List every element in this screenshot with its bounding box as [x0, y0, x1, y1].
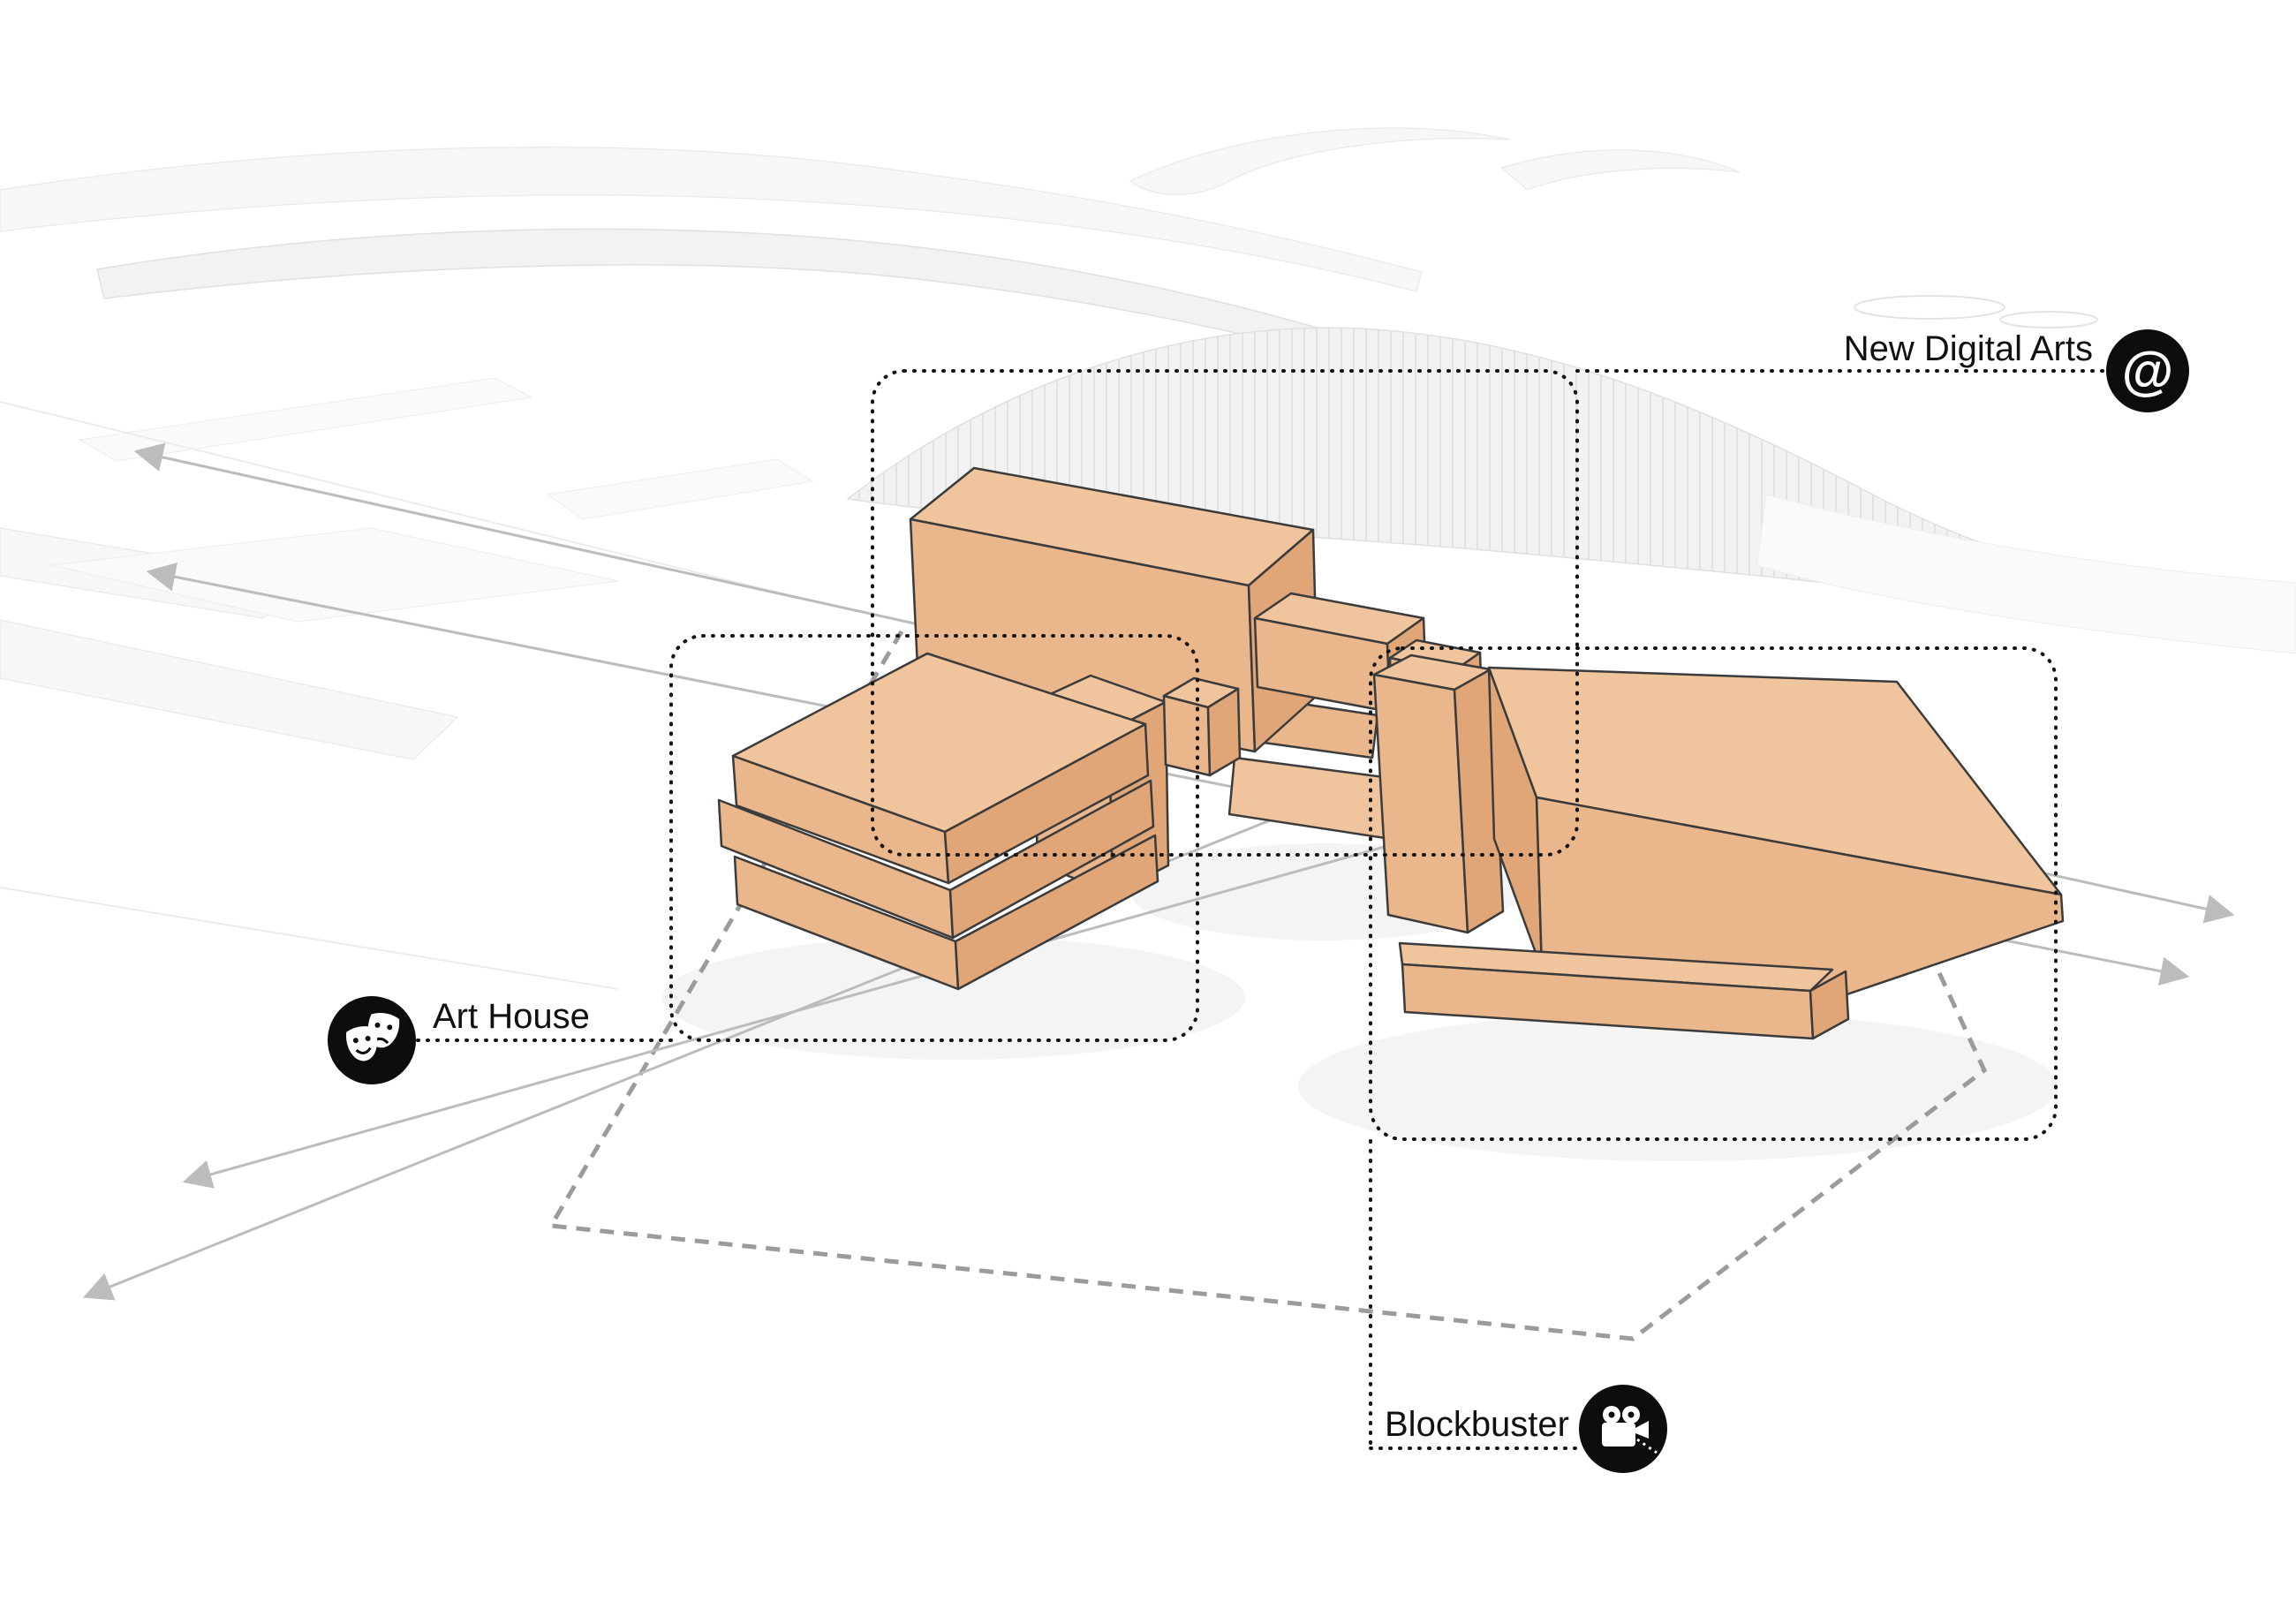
label-art-house: Art House — [433, 997, 590, 1036]
zone-blockbuster — [1369, 646, 2058, 1141]
label-new-digital-arts: New Digital Arts — [1844, 329, 2093, 368]
label-blockbuster: Blockbuster — [1385, 1405, 1569, 1444]
terrain-contour-ellipse — [1999, 311, 2098, 329]
wedge-front-face — [1535, 796, 2065, 1004]
film-camera-icon — [1579, 1385, 1667, 1473]
zone-labels: New Digital Arts Art House Blockbuster — [433, 329, 2093, 1444]
program-zones — [416, 369, 2107, 1450]
link-side-face — [1206, 687, 1242, 777]
terrain-curl — [1129, 127, 1511, 195]
at-icon-glyph: @ — [2122, 342, 2174, 401]
link-front-face — [1162, 694, 1212, 777]
context-slab — [78, 377, 533, 462]
terrain-curl — [1499, 149, 1741, 191]
terrain-ribbon — [0, 147, 1423, 292]
at-icon-circle — [2106, 329, 2189, 412]
at-icon: @ — [2106, 329, 2189, 412]
slab-side-face — [954, 834, 1159, 991]
ground-line — [0, 887, 619, 990]
slab-side-face — [943, 722, 1150, 885]
zone-new-digital-arts — [871, 369, 1579, 857]
context-slab — [0, 619, 459, 760]
fin-front-face — [1372, 673, 1469, 934]
theater-masks-icon — [328, 996, 416, 1084]
camera-body — [1602, 1423, 1635, 1446]
massing-blockbuster — [1372, 653, 2065, 1040]
terrain-contour-ellipse — [1854, 295, 2005, 320]
camera-lens — [1635, 1421, 1649, 1439]
plinth-side-face — [1809, 970, 1850, 1040]
site-boundary-dashed — [547, 630, 1988, 1341]
massing-art-house — [717, 652, 1242, 991]
terrain-slope — [1756, 494, 2296, 654]
slab-side-face — [948, 779, 1155, 940]
flow-arrow-line — [182, 837, 1414, 1189]
zone-art-house — [669, 634, 1199, 1042]
context-slab — [546, 458, 814, 520]
comedy-mask — [345, 1026, 378, 1061]
shadow — [1298, 1011, 2058, 1161]
